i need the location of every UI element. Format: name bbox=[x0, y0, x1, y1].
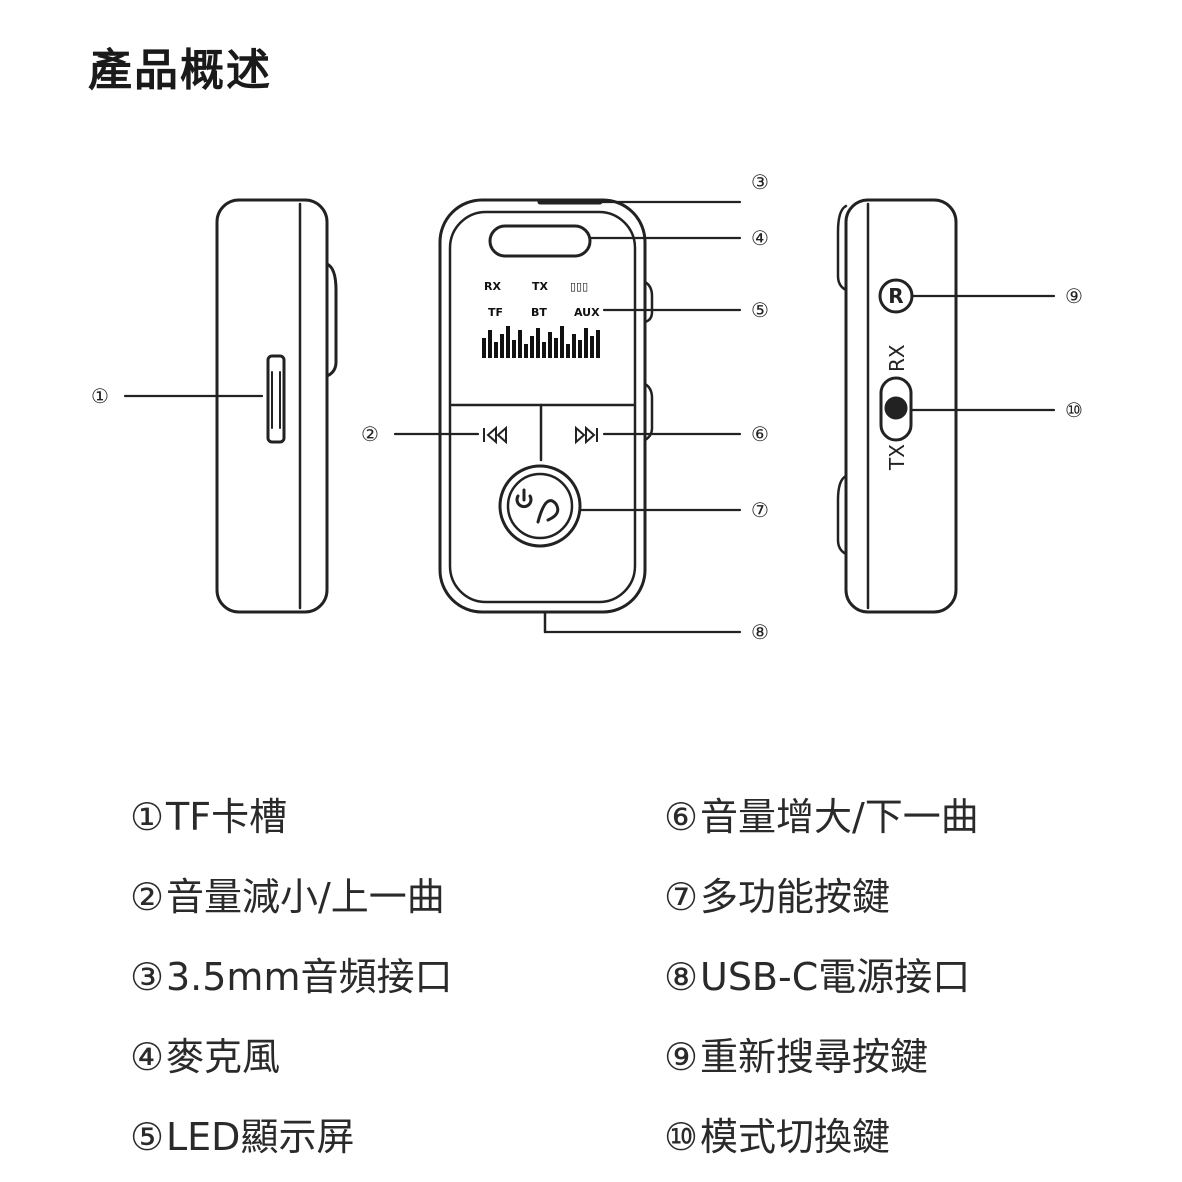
legend-text: 重新搜尋按鍵 bbox=[700, 1035, 929, 1079]
legend-item-4: ④麥克風 bbox=[128, 1026, 280, 1081]
left-side-view bbox=[215, 198, 338, 614]
next-icon bbox=[575, 425, 598, 445]
legend-item-8: ⑧USB-C電源接口 bbox=[662, 946, 970, 1001]
screen-aux: AUX bbox=[574, 306, 600, 319]
legend-item-7: ⑦多功能按鍵 bbox=[662, 866, 890, 921]
callout-5: ⑤ bbox=[751, 298, 769, 322]
multifunction-button bbox=[498, 464, 582, 548]
legend-num: ⑩ bbox=[663, 1115, 699, 1159]
legend-text: 多功能按鍵 bbox=[700, 875, 891, 919]
legend-text: 音量增大/下一曲 bbox=[700, 795, 979, 839]
callout-8: ⑧ bbox=[751, 620, 769, 644]
legend-num: ① bbox=[129, 795, 165, 839]
legend-item-3: ③3.5mm音頻接口 bbox=[128, 946, 453, 1001]
callout-6: ⑥ bbox=[751, 422, 769, 446]
legend-item-9: ⑨重新搜尋按鍵 bbox=[662, 1026, 928, 1081]
callout-3: ③ bbox=[751, 170, 769, 194]
page-title: 產品概述 bbox=[88, 45, 272, 96]
legend-item-5: ⑤LED顯示屏 bbox=[128, 1106, 355, 1161]
legend-item-6: ⑥音量增大/下一曲 bbox=[662, 786, 979, 841]
callout-1: ① bbox=[91, 384, 109, 408]
leader-lines bbox=[123, 200, 1056, 634]
callout-4: ④ bbox=[751, 226, 769, 250]
legend-num: ③ bbox=[129, 955, 165, 999]
rx-label: RX bbox=[885, 344, 909, 372]
right-side-view bbox=[836, 198, 958, 614]
screen-tx: TX bbox=[532, 280, 549, 293]
legend-text: USB-C電源接口 bbox=[700, 955, 971, 999]
legend-text: 模式切換鍵 bbox=[700, 1115, 891, 1159]
mode-switch bbox=[879, 376, 913, 442]
tf-slot bbox=[266, 354, 286, 444]
legend-text: LED顯示屏 bbox=[166, 1115, 355, 1159]
prev-icon bbox=[483, 425, 507, 445]
screen-tf: TF bbox=[488, 306, 503, 319]
legend-num: ⑧ bbox=[663, 955, 699, 999]
callout-9: ⑨ bbox=[1065, 284, 1083, 308]
legend-text: 音量減小/上一曲 bbox=[166, 875, 445, 919]
legend-item-10: ⑩模式切換鍵 bbox=[662, 1106, 890, 1161]
legend-text: 3.5mm音頻接口 bbox=[166, 955, 453, 999]
screen-battery: ▯▯▯ bbox=[570, 280, 588, 293]
legend-num: ⑨ bbox=[663, 1035, 699, 1079]
tx-label: TX bbox=[885, 444, 909, 471]
product-diagram: RX TX ▯▯▯ TF BT AUX bbox=[91, 170, 1083, 644]
r-button-label: R bbox=[888, 284, 903, 308]
power-icon bbox=[515, 488, 560, 524]
led-display: RX TX ▯▯▯ TF BT AUX bbox=[482, 280, 600, 358]
callout-7: ⑦ bbox=[751, 498, 769, 522]
callout-10: ⑩ bbox=[1065, 398, 1083, 422]
legend-num: ⑤ bbox=[129, 1115, 165, 1159]
callout-2: ② bbox=[361, 422, 379, 446]
equalizer-bars bbox=[482, 326, 600, 358]
legend-text: 麥克風 bbox=[166, 1035, 281, 1079]
screen-bt: BT bbox=[531, 306, 547, 319]
front-view bbox=[438, 198, 654, 634]
screen-rx: RX bbox=[484, 280, 501, 293]
legend-num: ② bbox=[129, 875, 165, 919]
legend-item-1: ①TF卡槽 bbox=[128, 786, 287, 841]
legend-num: ④ bbox=[129, 1035, 165, 1079]
legend-num: ⑦ bbox=[663, 875, 699, 919]
legend-num: ⑥ bbox=[663, 795, 699, 839]
legend-text: TF卡槽 bbox=[166, 795, 288, 839]
legend-item-2: ②音量減小/上一曲 bbox=[128, 866, 445, 921]
microphone bbox=[488, 224, 592, 258]
